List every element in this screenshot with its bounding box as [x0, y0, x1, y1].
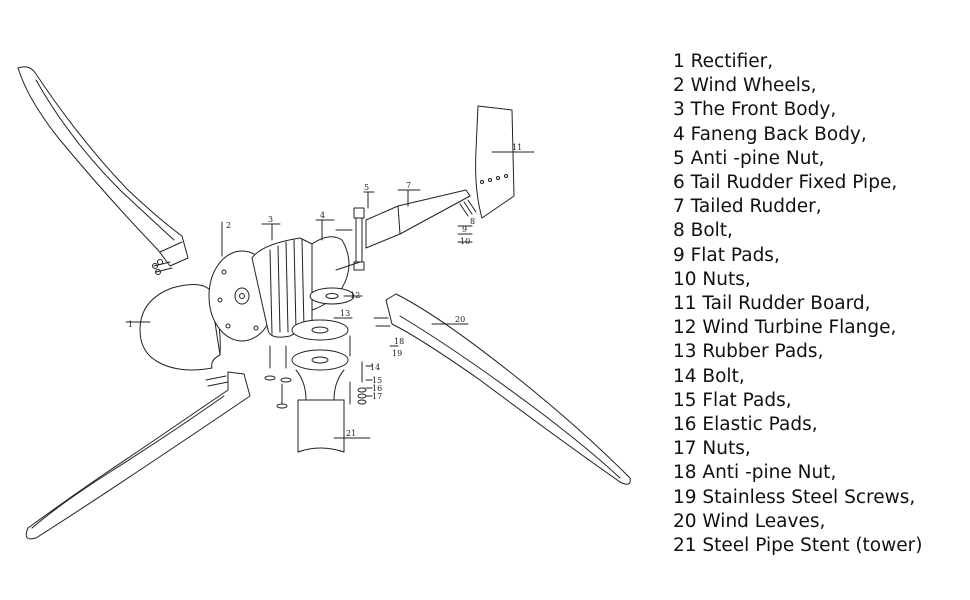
legend-item: 10 Nuts, — [673, 268, 751, 290]
legend-item: 6 Tail Rudder Fixed Pipe, — [673, 172, 898, 194]
flanges-and-tower — [291, 287, 371, 453]
callout-20: 20 — [455, 315, 465, 324]
callout-9: 9 — [462, 225, 467, 234]
callout-1: 1 — [128, 320, 133, 329]
legend-item: 8 Bolt, — [673, 220, 733, 242]
callout-4: 4 — [320, 211, 325, 220]
legend-item: 3 The Front Body, — [673, 99, 837, 121]
legend-item: 13 Rubber Pads, — [673, 341, 824, 363]
blade-upper-left — [17, 66, 189, 267]
exploded-view-diagram: 1 2 3 4 5 7 8 9 10 11 12 13 14 15 16 17 … — [17, 66, 631, 540]
parts-legend: 1 Rectifier, 2 Wind Wheels, 3 The Front … — [673, 50, 968, 558]
tail-pipe — [335, 191, 375, 271]
legend-item: 20 Wind Leaves, — [673, 510, 826, 532]
legend-item: 17 Nuts, — [673, 438, 751, 460]
legend-item: 19 Stainless Steel Screws, — [673, 486, 916, 508]
callout-labels: 1 2 3 4 5 7 8 9 10 11 12 13 14 15 16 17 … — [128, 143, 522, 438]
callout-17: 17 — [372, 392, 382, 401]
legend-item: 18 Anti -pine Nut, — [673, 462, 837, 484]
bolts-left-column — [264, 345, 292, 409]
tailed-rudder — [365, 189, 471, 249]
callout-5: 5 — [364, 183, 369, 192]
legend-item: 15 Flat Pads, — [673, 389, 792, 411]
bolts-upper-left — [152, 259, 173, 275]
callout-21: 21 — [346, 429, 356, 438]
legend-item: 4 Faneng Back Body, — [673, 123, 867, 145]
callout-8: 8 — [470, 217, 475, 226]
legend-item: 11 Tail Rudder Board, — [673, 293, 871, 315]
tail-fasteners — [457, 199, 477, 243]
blade-lower-left — [25, 371, 251, 540]
callout-18: 18 — [394, 337, 404, 346]
legend-item: 16 Elastic Pads, — [673, 414, 818, 436]
rectifier-dome — [125, 284, 221, 371]
callout-15: 15 — [372, 376, 382, 385]
callout-12: 12 — [350, 291, 360, 300]
callout-3: 3 — [268, 215, 273, 224]
callout-2: 2 — [226, 221, 231, 230]
legend-item: 1 Rectifier, — [673, 51, 774, 72]
callout-11: 11 — [512, 143, 522, 152]
bolts-right-column — [349, 335, 373, 405]
blade-right — [373, 293, 631, 485]
legend-item: 5 Anti -pine Nut, — [673, 147, 825, 169]
callout-16: 16 — [372, 384, 382, 393]
callout-14: 14 — [370, 363, 380, 372]
legend-item: 9 Flat Pads, — [673, 244, 780, 266]
legend-item: 21 Steel Pipe Stent (tower) — [673, 535, 923, 557]
callout-10: 10 — [460, 237, 470, 246]
callout-13: 13 — [340, 309, 350, 318]
legend-item: 2 Wind Wheels, — [673, 75, 817, 97]
legend-item: 14 Bolt, — [673, 365, 745, 387]
legend-item: 7 Tailed Rudder, — [673, 196, 822, 218]
front-body — [251, 223, 313, 338]
callout-7: 7 — [406, 181, 411, 190]
legend-item: 12 Wind Turbine Flange, — [673, 317, 897, 339]
tail-rudder-board — [475, 105, 535, 219]
callout-19: 19 — [392, 349, 402, 358]
